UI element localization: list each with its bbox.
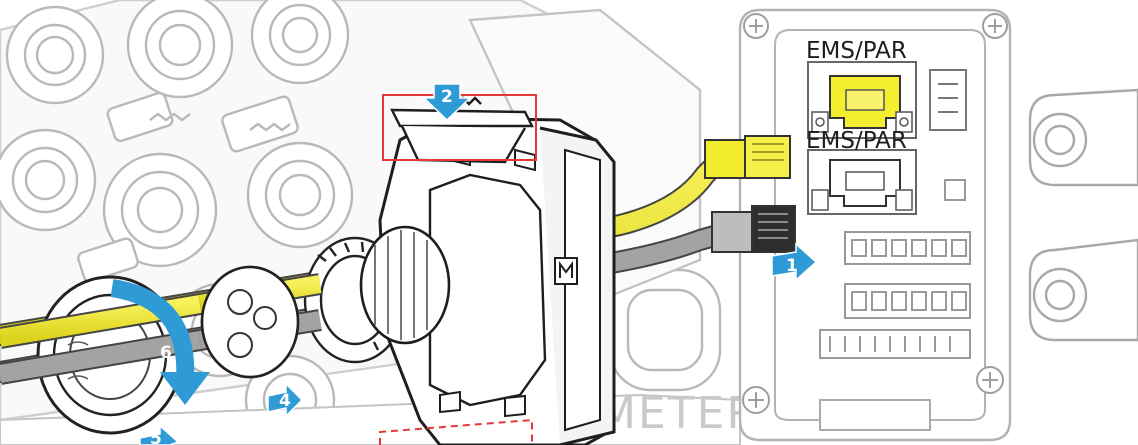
step-1-marker: 1: [771, 242, 818, 282]
step-number: 6: [160, 343, 172, 363]
yellow-cable: [0, 147, 733, 346]
step-5-marker: 5: [139, 424, 180, 445]
meter-label: METER: [598, 388, 759, 439]
step-number: 2: [441, 87, 453, 107]
screw-icon: [982, 13, 1008, 39]
rj45-port-top: [807, 61, 917, 139]
seal-insert-front: [200, 265, 300, 379]
gland-connector: [0, 128, 97, 232]
port-label-top: EMS/PAR: [806, 38, 907, 64]
side-connector: [929, 69, 967, 131]
step-number: 1: [786, 256, 798, 276]
yellow-rj45-plug: [704, 135, 791, 179]
terminal-block-upper: [844, 231, 971, 265]
terminal-block-bottom: [819, 329, 971, 359]
communication-port-panel: EMS/PAR EMS/PAR: [738, 8, 1012, 442]
right-gland-connectors: [1028, 88, 1138, 342]
terminal-block-lower: [844, 283, 971, 319]
step-number: 4: [279, 391, 291, 411]
port-label-bottom: EMS/PAR: [806, 128, 907, 154]
step-4-marker: 4: [267, 382, 304, 418]
step-6-marker: 6: [110, 279, 210, 405]
gland-connector: [246, 141, 354, 249]
highlight-bottom-clip: [379, 418, 533, 445]
gray-rj45-plug: [711, 205, 796, 253]
step-number: 5: [150, 429, 162, 445]
gland-connector: [102, 152, 218, 268]
connector-housing: [359, 116, 616, 445]
screw-icon: [742, 386, 770, 414]
rj45-port-bottom: [807, 149, 917, 215]
gland-connector: [5, 5, 105, 105]
gland-connector: [250, 0, 350, 85]
rear-gland: [608, 268, 722, 392]
step-2-marker: 2: [422, 83, 472, 122]
gland-connector: [126, 0, 234, 99]
screw-icon: [743, 13, 769, 39]
screw-icon: [976, 366, 1004, 394]
